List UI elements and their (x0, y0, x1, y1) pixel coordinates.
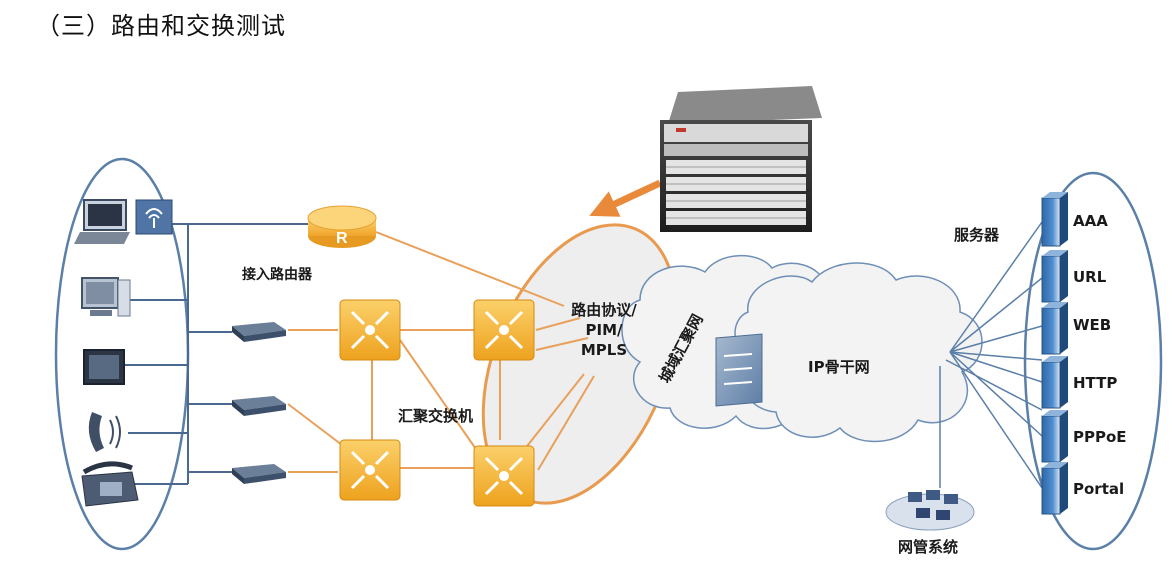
nms-cluster-icon (885, 490, 975, 531)
routing-protocol-line-3: MPLS (580, 341, 628, 359)
access-router-label: 接入路由器 (242, 267, 312, 283)
access-switch-2 (232, 396, 286, 416)
router-uplink (375, 231, 565, 307)
server-url-icon (1041, 250, 1068, 303)
desktop-pc-icon (81, 277, 131, 317)
access-switch-1 (232, 322, 286, 342)
agg-switch-bottom-left (339, 439, 401, 501)
page-title: （三）路由和交换测试 (36, 12, 286, 40)
server-pppoe-icon (1041, 410, 1068, 463)
server-label-aaa: AAA (1073, 212, 1108, 230)
svg-text:R: R (336, 230, 348, 247)
agg-switch-top-right (473, 299, 535, 361)
access-router-icon: R (307, 205, 377, 248)
desk-phone-icon (81, 461, 139, 507)
server-label-web: WEB (1073, 316, 1112, 334)
metro-router-icon (715, 333, 763, 407)
server-fan-links (939, 221, 1043, 489)
aggregation-switch-label: 汇聚交换机 (398, 407, 474, 425)
wireless-ap-icon (135, 199, 173, 235)
server-web-icon (1041, 302, 1068, 355)
core-router-chassis (660, 86, 822, 232)
servers-label: 服务器 (954, 226, 1000, 244)
tv-monitor-icon (83, 349, 125, 385)
ip-backbone-label: IP骨干网 (808, 358, 870, 376)
access-switch-3 (232, 464, 286, 484)
server-portal-icon (1041, 462, 1068, 515)
server-label-http: HTTP (1073, 374, 1118, 392)
mobile-phone-icon (88, 412, 121, 452)
agg-switch-bottom-right (473, 445, 535, 507)
routing-protocol-line-1: 路由协议/ (571, 301, 637, 319)
terminal-bus-links (122, 223, 330, 485)
routing-protocol-label: 路由协议/ PIM/ MPLS (556, 300, 652, 360)
server-label-portal: Portal (1073, 480, 1125, 498)
server-label-url: URL (1073, 268, 1107, 286)
server-label-pppoe: PPPoE (1073, 428, 1127, 446)
routing-protocol-line-2: PIM/ (585, 321, 623, 339)
laptop-icon (74, 199, 130, 244)
server-group-ellipse (1023, 171, 1163, 551)
agg-switch-top-left (339, 299, 401, 361)
aggregation-links (287, 317, 595, 473)
nms-label: 网管系统 (898, 538, 959, 556)
chassis-pointer-arrow (589, 179, 662, 217)
server-aaa-icon (1041, 192, 1068, 247)
server-http-icon (1041, 356, 1068, 409)
